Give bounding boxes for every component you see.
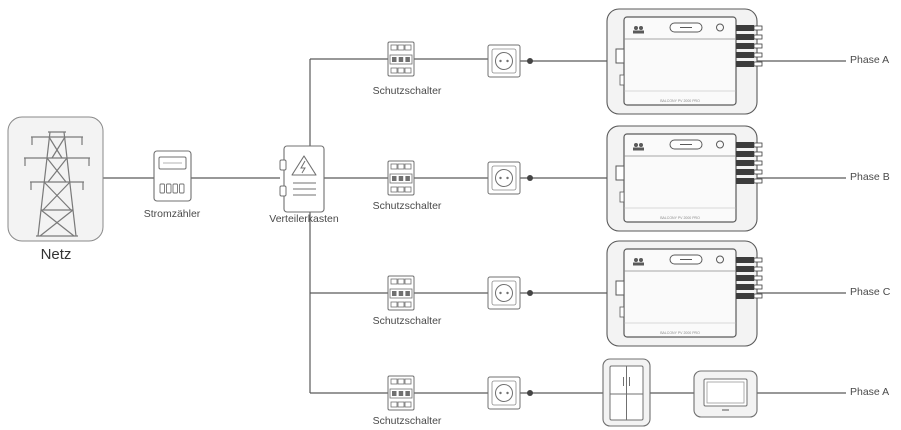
breaker-icon [387, 41, 415, 77]
distribution-box-label: Verteilerkasten [269, 213, 339, 225]
inverter-icon [615, 16, 737, 106]
junction-dot [527, 175, 533, 181]
inverter-unit-2: BALCONY PV 2000 PRO [606, 125, 763, 232]
phase-label-2: Phase B [850, 171, 890, 183]
svg-text:BALCONY PV 2000 PRO: BALCONY PV 2000 PRO [660, 331, 700, 335]
inverter-icon [615, 248, 737, 338]
junction-dot [527, 290, 533, 296]
breaker-label-1: Schutzschalter [372, 85, 442, 97]
junction-dot [527, 58, 533, 64]
socket-icon [487, 44, 521, 78]
pylon-icon [24, 131, 90, 237]
breaker-icon [387, 160, 415, 196]
socket-icon [487, 161, 521, 195]
grid-box [7, 116, 104, 242]
junction-dot [527, 390, 533, 396]
breaker-icon [387, 275, 415, 311]
breaker-label-2: Schutzschalter [372, 200, 442, 212]
svg-text:BALCONY PV 2000 PRO: BALCONY PV 2000 PRO [660, 99, 700, 103]
inverter-unit-3: BALCONY PV 2000 PRO [606, 240, 763, 347]
phase-label-4: Phase A [850, 386, 890, 398]
inverter-icon [615, 133, 737, 223]
distribution-box-icon [279, 145, 325, 213]
inverter-unit-1: BALCONY PV 2000 PRO [606, 8, 763, 115]
fridge-unit [602, 358, 651, 427]
grid-node [7, 116, 104, 242]
monitor-icon [703, 378, 748, 411]
svg-text:BALCONY PV 2000 PRO: BALCONY PV 2000 PRO [660, 216, 700, 220]
meter-label: Stromzähler [143, 208, 201, 220]
junction-dots [527, 58, 533, 396]
phase-label-1: Phase A [850, 54, 890, 66]
socket-icon [487, 376, 521, 410]
phase-label-3: Phase C [850, 286, 891, 298]
lightning-icon [300, 160, 306, 174]
breaker-icon [387, 375, 415, 411]
breaker-label-4: Schutzschalter [372, 415, 442, 427]
grid-label: Netz [40, 246, 72, 263]
monitor-unit [693, 370, 758, 418]
socket-icon [487, 276, 521, 310]
wiring-lines [103, 58, 846, 394]
breaker-label-3: Schutzschalter [372, 315, 442, 327]
fridge-icon [609, 365, 644, 421]
meter-icon [153, 150, 192, 202]
